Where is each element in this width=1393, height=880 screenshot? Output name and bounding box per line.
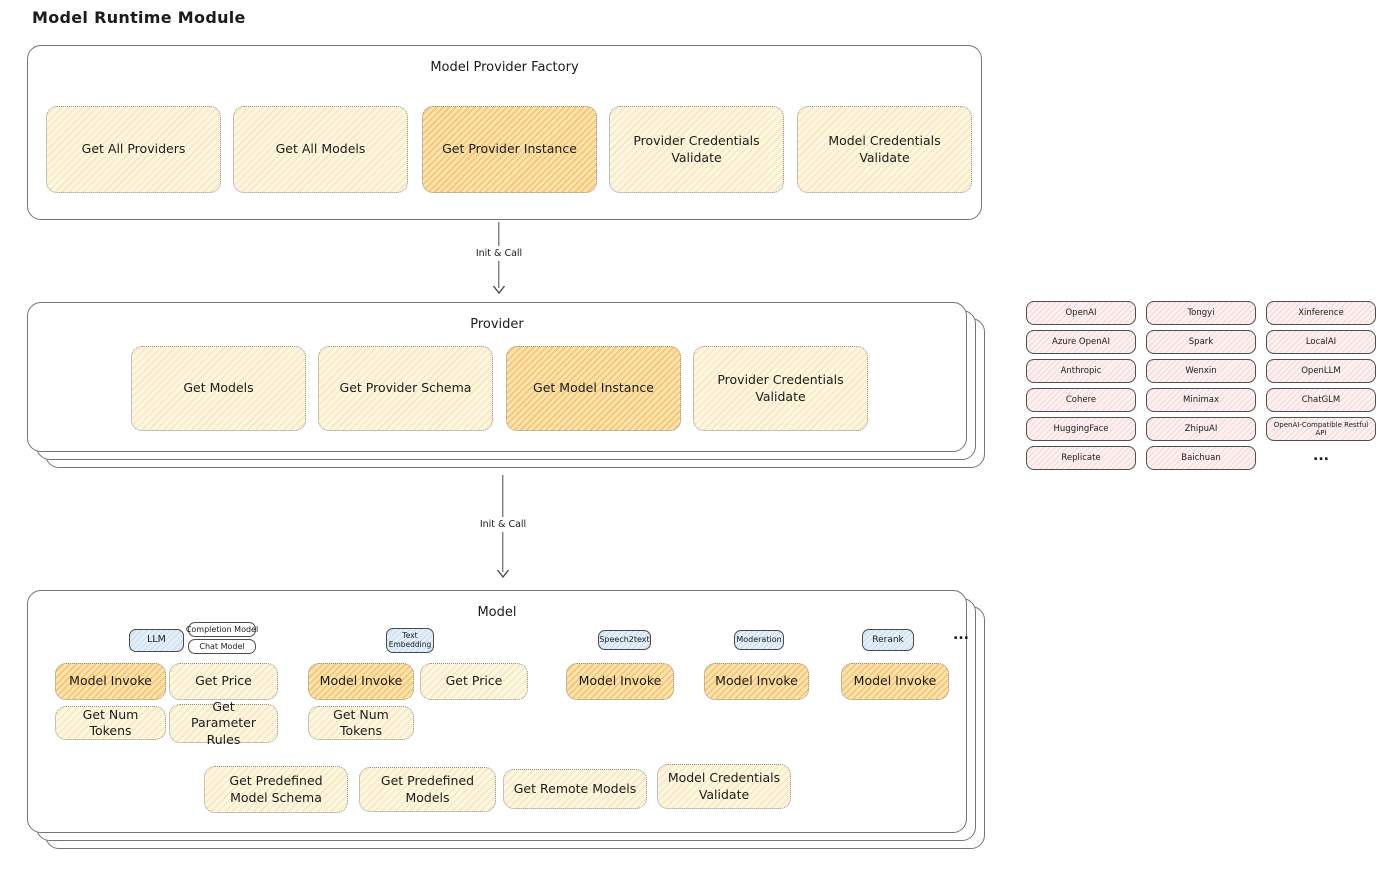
- provider-tag-azure-openai: Azure OpenAI: [1026, 330, 1136, 354]
- provider-tag-replicate: Replicate: [1026, 446, 1136, 470]
- provider-tag-huggingface: HuggingFace: [1026, 417, 1136, 441]
- arrow-label: Init & Call: [471, 246, 527, 261]
- node-provider-credentials-validate-2: Provider Credentials Validate: [693, 346, 868, 431]
- factory-title: Model Provider Factory: [430, 60, 579, 75]
- arrow-init-call-top: Init & Call: [468, 222, 530, 294]
- provider-tag-openai-compatible: OpenAI-Compatible Restful API: [1266, 417, 1376, 441]
- tag-moderation: Moderation: [734, 630, 784, 650]
- node-get-all-providers: Get All Providers: [46, 106, 221, 193]
- node-get-num-tokens-text-embedding: Get Num Tokens: [308, 706, 414, 740]
- node-provider-credentials-validate: Provider Credentials Validate: [609, 106, 784, 193]
- node-get-model-instance: Get Model Instance: [506, 346, 681, 431]
- provider-tag-cohere: Cohere: [1026, 388, 1136, 412]
- tag-speech2text: Speech2text: [598, 630, 651, 650]
- providers-more: ...: [1313, 448, 1329, 464]
- factory-box: Model Provider Factory Get All Providers…: [27, 45, 982, 220]
- arrow-head-icon: [496, 569, 510, 578]
- node-model-invoke-llm: Model Invoke: [55, 663, 166, 700]
- node-get-price-llm: Get Price: [169, 663, 278, 700]
- node-get-predefined-models: Get Predefined Models: [359, 767, 496, 812]
- node-model-invoke-rerank: Model Invoke: [841, 663, 949, 700]
- provider-tag-openllm: OpenLLM: [1266, 359, 1376, 383]
- node-model-credentials-validate-bottom: Model Credentials Validate: [657, 764, 791, 809]
- provider-title: Provider: [470, 317, 524, 332]
- provider-tag-wenxin: Wenxin: [1146, 359, 1256, 383]
- provider-tag-spark: Spark: [1146, 330, 1256, 354]
- provider-box: Provider Get Models Get Provider Schema …: [27, 302, 967, 452]
- model-box: Model LLM Completion Model Chat Model Te…: [27, 590, 969, 833]
- node-get-all-models: Get All Models: [233, 106, 408, 193]
- provider-tag-chatglm: ChatGLM: [1266, 388, 1376, 412]
- tag-llm: LLM: [129, 629, 184, 652]
- provider-tag-tongyi: Tongyi: [1146, 301, 1256, 325]
- node-model-invoke-moderation: Model Invoke: [704, 663, 809, 700]
- provider-tag-localai: LocalAI: [1266, 330, 1376, 354]
- tag-completion-model: Completion Model: [186, 622, 258, 637]
- provider-tag-zhipuai: ZhipuAI: [1146, 417, 1256, 441]
- arrow-head-icon: [492, 285, 506, 294]
- tag-chat-model: Chat Model: [188, 639, 256, 654]
- provider-tag-anthropic: Anthropic: [1026, 359, 1136, 383]
- node-get-provider-instance: Get Provider Instance: [422, 106, 597, 193]
- page-title: Model Runtime Module: [32, 8, 246, 27]
- node-model-invoke-text-embedding: Model Invoke: [308, 663, 414, 700]
- provider-tag-baichuan: Baichuan: [1146, 446, 1256, 470]
- node-get-provider-schema: Get Provider Schema: [318, 346, 493, 431]
- node-model-invoke-speech2text: Model Invoke: [566, 663, 674, 700]
- node-get-remote-models: Get Remote Models: [503, 769, 647, 809]
- node-get-parameter-rules: Get Parameter Rules: [169, 699, 278, 747]
- provider-tag-openai: OpenAI: [1026, 301, 1136, 325]
- tag-rerank: Rerank: [862, 629, 914, 651]
- tag-text-embedding: Text Embedding: [386, 628, 434, 653]
- provider-tag-minimax: Minimax: [1146, 388, 1256, 412]
- arrow-label: Init & Call: [475, 517, 531, 532]
- provider-tag-xinference: Xinference: [1266, 301, 1376, 325]
- node-get-models: Get Models: [131, 346, 306, 431]
- node-get-num-tokens-llm: Get Num Tokens: [55, 706, 166, 740]
- model-types-more: ...: [953, 627, 969, 643]
- model-title: Model: [477, 605, 517, 620]
- node-model-credentials-validate: Model Credentials Validate: [797, 106, 972, 193]
- node-get-predefined-model-schema: Get Predefined Model Schema: [204, 766, 348, 813]
- node-get-price-text-embedding: Get Price: [420, 663, 528, 700]
- arrow-init-call-bottom: Init & Call: [472, 475, 534, 578]
